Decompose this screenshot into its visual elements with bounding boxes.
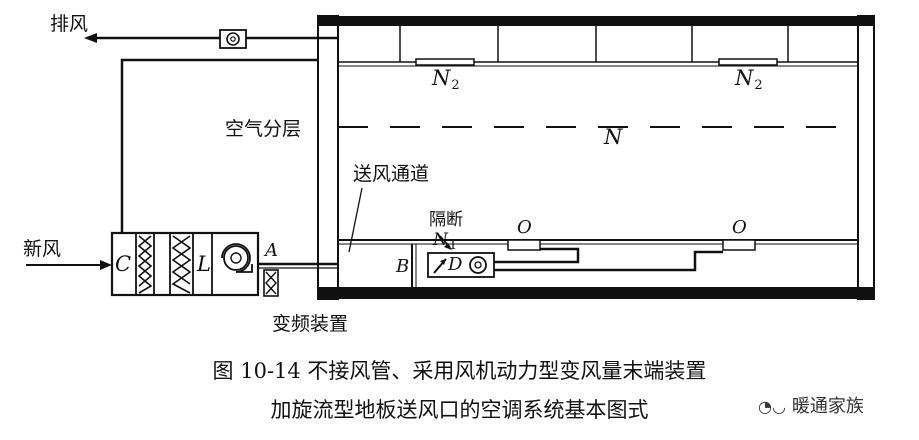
exhaust-arrow <box>84 33 97 43</box>
caption-line-2: 加旋流型地板送风口的空调系统基本图式 <box>270 398 649 422</box>
stratification-label: 空气分层 <box>225 118 302 140</box>
roof-slab <box>318 16 874 26</box>
label-n2-right: N2 <box>735 66 763 93</box>
duct-to-diffuser-right <box>494 250 723 272</box>
label-n2-left: N2 <box>432 66 460 93</box>
floor-slab <box>318 287 874 299</box>
terminal-fan-icon <box>469 256 487 274</box>
fresh-air-label: 新风 <box>23 238 62 260</box>
watermark-text: 暖通家族 <box>791 396 864 417</box>
letter-o-right: O <box>732 217 747 238</box>
supply-fan-icon <box>221 243 253 273</box>
floor-diffuser-left <box>507 239 541 251</box>
floor-diffuser-right <box>722 239 756 251</box>
return-duct <box>120 58 318 233</box>
letter-l: L <box>197 252 211 276</box>
letter-c: C <box>115 252 132 276</box>
right-wall <box>857 15 875 300</box>
exhaust-grille-right <box>718 58 778 66</box>
partition-label: 隔断 <box>429 210 463 230</box>
wechat-icon: ◔◡ <box>758 397 786 416</box>
fresh-air-arrow <box>100 260 112 270</box>
letter-o-left: O <box>517 217 532 238</box>
coil-icon <box>171 235 192 294</box>
vfd-label: 变频装置 <box>272 313 349 335</box>
letter-d: D <box>448 254 463 275</box>
supply-channel-leader <box>348 187 363 253</box>
duct-to-diffuser-left <box>494 247 580 264</box>
raised-floor <box>338 239 858 287</box>
label-n1: N1 <box>433 230 458 253</box>
letter-a: A <box>265 240 278 261</box>
filter-icon <box>137 235 153 294</box>
exhaust-fan-icon <box>226 32 240 46</box>
watermark: ◔◡ 暖通家族 <box>758 392 864 418</box>
return-arrow <box>444 243 452 250</box>
left-wall <box>317 15 339 300</box>
caption-line-1: 图 10-14 不接风管、采用风机动力型变风量末端装置 <box>212 359 707 383</box>
vfd-box <box>263 269 279 297</box>
letter-b: B <box>396 256 410 277</box>
exhaust-air-label: 排风 <box>50 13 89 35</box>
exhaust-grille-left <box>415 58 475 66</box>
supply-channel-label: 送风通道 <box>353 163 430 185</box>
letter-n: N <box>604 125 623 149</box>
